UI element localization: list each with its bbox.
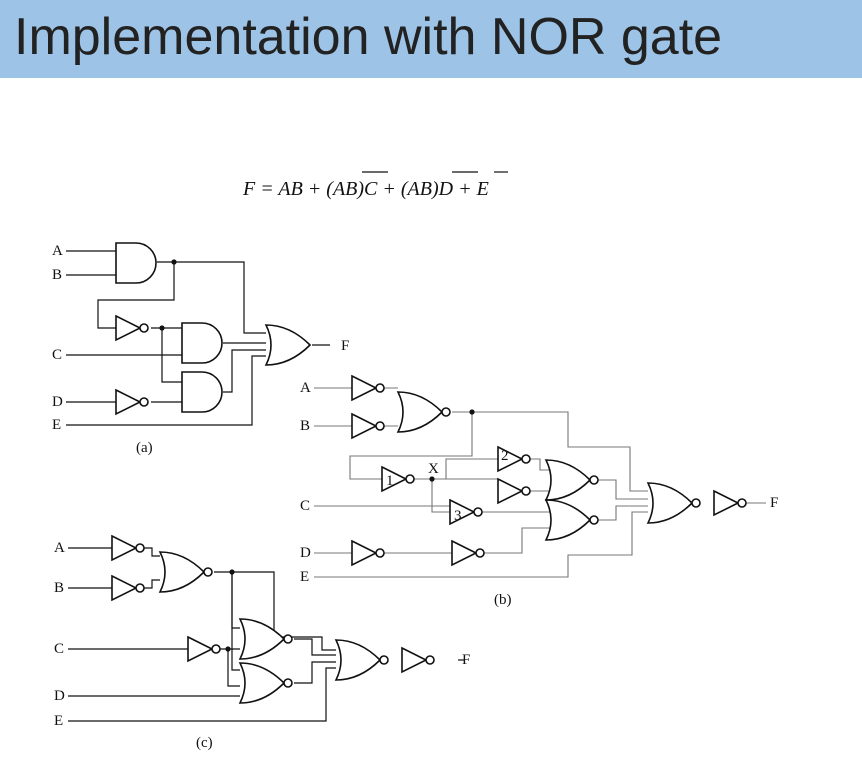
input-label-b: B — [300, 418, 310, 434]
circuit-b: A B C D E F (b) X — [300, 375, 778, 608]
gate-number-3: 3 — [454, 508, 462, 524]
and-gate-c — [181, 322, 223, 364]
inverter-a — [351, 375, 385, 401]
title-banner: Implementation with NOR gate — [0, 0, 862, 78]
inverter-output — [713, 490, 747, 516]
inverter-c — [187, 636, 221, 662]
nor-gate-output — [647, 482, 701, 524]
input-label-d: D — [52, 394, 63, 410]
eq-mid1: )C + ( — [356, 178, 408, 200]
input-label-b: B — [52, 267, 62, 283]
node-label-x: X — [428, 461, 439, 477]
inverter-b — [111, 575, 145, 601]
circuit-a: A B C D E F (a) — [52, 242, 349, 456]
svg-text:F = AB + (AB)C + (AB)D + E: F = AB + (AB)C + (AB)D + E — [242, 178, 489, 200]
inverter-d2 — [451, 540, 485, 566]
caption-c: (c) — [196, 735, 213, 751]
nor-gate-ab — [397, 391, 451, 433]
input-label-c: C — [300, 498, 310, 514]
nor-gate-upper — [545, 459, 599, 501]
output-label-f: F — [462, 652, 470, 668]
output-label-f: F — [341, 338, 349, 354]
slide-title: Implementation with NOR gate — [14, 8, 723, 66]
circuit-c: A B C D E F (c) — [54, 535, 470, 751]
input-label-a: A — [54, 540, 65, 556]
inverter-b — [351, 413, 385, 439]
caption-a: (a) — [136, 440, 153, 456]
eq-suffix: + E — [453, 178, 489, 200]
inverter-output — [401, 647, 435, 673]
input-label-c: C — [52, 347, 62, 363]
input-label-d: D — [300, 545, 311, 561]
output-label-f: F — [770, 495, 778, 511]
boolean-equation: F = AB + (AB)C + (AB)D + E — [242, 171, 508, 200]
nor-gate-lower — [545, 499, 599, 541]
input-label-b: B — [54, 580, 64, 596]
inverter-d — [351, 540, 385, 566]
input-label-d: D — [54, 688, 65, 704]
and-gate-ab — [115, 242, 157, 284]
eq-prefix: F = AB + ( — [242, 178, 334, 200]
nor-gate-lower — [239, 662, 293, 704]
nor-gate-ab — [159, 551, 213, 593]
gate-number-2: 2 — [501, 448, 509, 464]
eq-over1: AB — [331, 178, 357, 200]
input-label-e: E — [300, 569, 309, 585]
input-label-e: E — [52, 417, 61, 433]
eq-mid2: ) — [431, 178, 439, 200]
and-gate-d — [181, 371, 223, 413]
inverter-mid — [497, 478, 531, 504]
input-label-a: A — [300, 380, 311, 396]
input-label-c: C — [54, 641, 64, 657]
input-label-e: E — [54, 713, 63, 729]
eq-over3: D — [438, 178, 454, 200]
nor-gate-upper — [239, 618, 293, 660]
inverter-d — [115, 389, 149, 415]
caption-b: (b) — [494, 592, 512, 608]
inverter-a — [111, 535, 145, 561]
inverter-ab — [115, 315, 149, 341]
nor-gate-output — [335, 639, 389, 681]
or-gate-output — [265, 324, 311, 366]
gate-number-1: 1 — [386, 473, 394, 489]
eq-over2: AB — [406, 178, 432, 200]
input-label-a: A — [52, 243, 63, 259]
